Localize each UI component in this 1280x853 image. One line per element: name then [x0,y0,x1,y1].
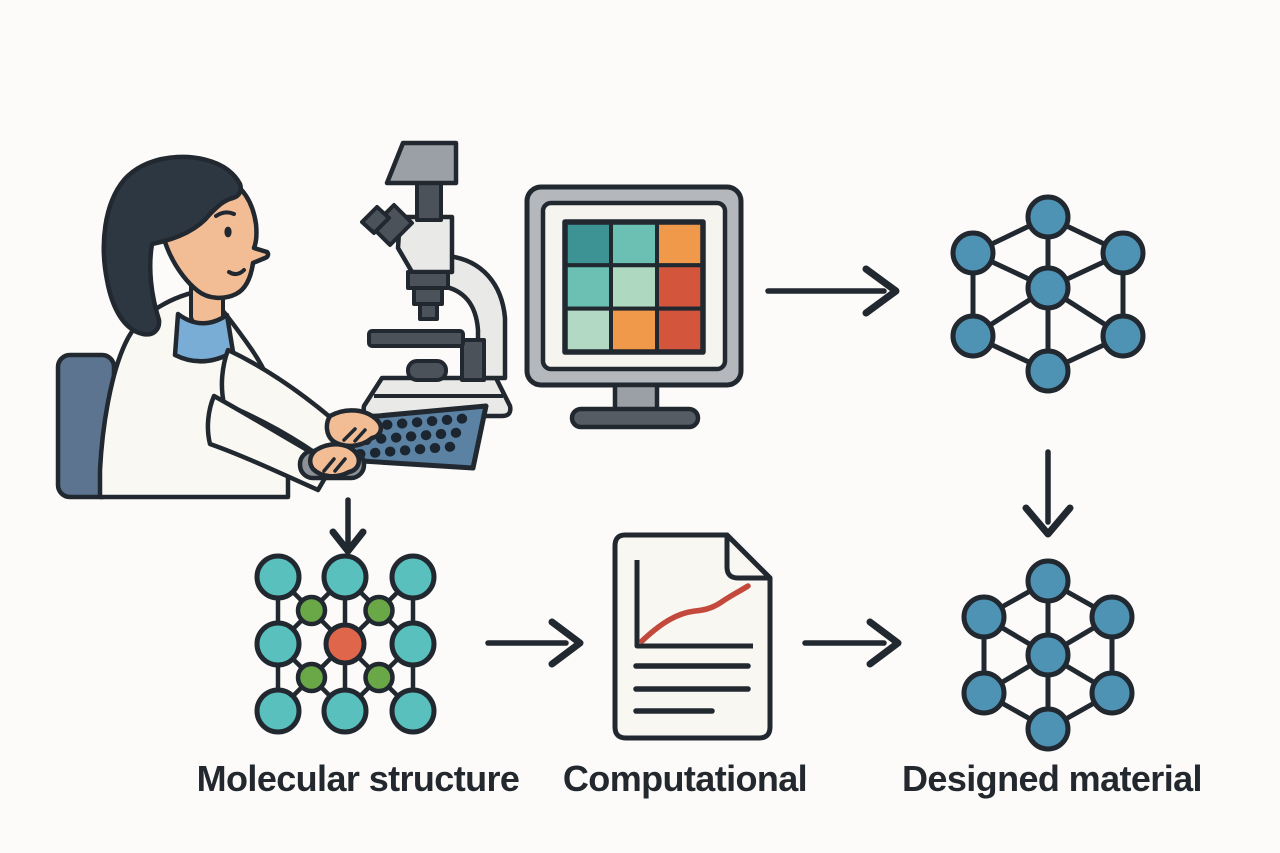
atom-teal [254,687,302,735]
near-hand-finger-lines [322,457,347,473]
grid-cell [563,263,613,311]
monitor-base [569,406,701,430]
network-node [950,230,996,276]
atom-teal [321,687,369,735]
atom-teal [389,553,437,601]
atom-teal [389,687,437,735]
molecule-structure-icon [254,553,437,735]
network-node [1089,670,1135,716]
arrow-keyboard-to-molecule [329,497,367,555]
microscope-knob [406,359,448,382]
arrow-head-icon [548,618,584,668]
microscope-objective-2 [412,286,444,306]
microscope-eyepiece-cap [360,205,391,235]
arrow-head-icon [866,618,902,668]
atom-teal [321,553,369,601]
atom-green [363,661,395,694]
label-designed-material: Designed material [902,758,1203,799]
microscope-arm [439,253,508,381]
grid-cell [609,306,659,354]
mouth [227,268,246,277]
grid-cell [563,306,613,354]
grid-cell [609,220,659,268]
chart-curve [639,583,751,644]
document-chart-icon [612,532,773,741]
atom-green [295,661,328,694]
network-node [961,670,1007,716]
eyebrow [214,210,236,218]
label-molecular-structure: Molecular structure [196,758,520,799]
document-text-lines [633,663,751,714]
network-node [1025,194,1071,240]
grid-cell [655,306,705,354]
microscope-neck [415,178,443,222]
lattice-network-top [950,194,1146,394]
label-computational: Computational [562,758,808,799]
arrow-lattice-to-designed-material [1022,449,1074,538]
atom-teal [254,620,302,668]
atom-teal [254,553,302,601]
atom-green [363,594,395,627]
screen-grid [562,219,706,355]
chart-axis [634,560,753,649]
document-fold-corner [724,532,773,581]
arrow-head-icon [329,528,367,555]
network-node [1025,706,1071,752]
network-node [1100,313,1146,359]
microscope-stage-support [460,338,486,382]
network-node [1025,558,1071,604]
scientist-arms [205,347,384,493]
eye [224,226,232,238]
hair [101,154,243,337]
network-node [961,594,1007,640]
lattice-network-designed-material [961,558,1135,752]
microscope-icon [360,140,513,419]
atom-green [295,594,328,627]
network-node [950,313,996,359]
network-node-center [1025,265,1071,311]
grid-cell [609,263,659,311]
keyboard-keys [355,413,475,459]
far-hand-finger-lines [342,427,367,443]
microscope-stage [367,329,465,348]
microscope-objective-3 [418,302,439,321]
grid-frame [562,219,706,355]
arrow-molecule-to-document [485,618,584,668]
arrow-document-to-designed-material [802,618,902,668]
monitor-data-grid-icon [524,184,744,430]
atom-red-center [323,622,367,666]
microscope-objective-1 [406,270,450,290]
grid-cell [563,220,613,268]
grid-cell [655,263,705,311]
network-node [1089,594,1135,640]
network-node [1100,230,1146,276]
arrow-head-icon [1022,504,1074,538]
network-node [1025,348,1071,394]
atom-teal [389,620,437,668]
network-node-center [1025,632,1071,678]
microscope-head [384,140,459,186]
microscope-eyepiece [370,203,414,247]
grid-cell [655,220,705,268]
arrow-monitor-to-lattice [765,265,900,317]
arrow-head-icon [862,265,900,317]
